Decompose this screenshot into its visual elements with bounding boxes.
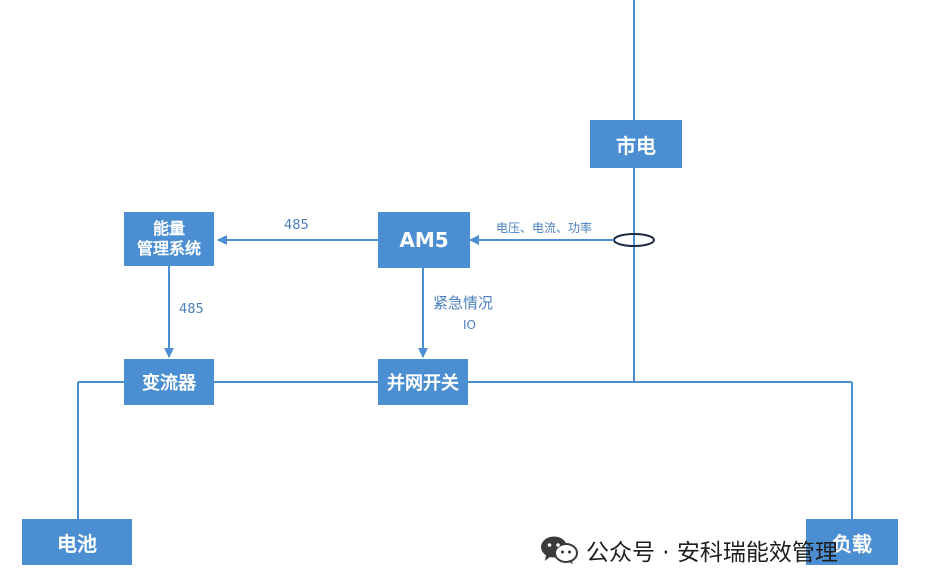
ems-box: 能量 管理系统 xyxy=(124,212,214,266)
load-label: 负载 xyxy=(832,531,872,556)
grid-switch-label: 并网开关 xyxy=(387,373,459,394)
ems-label-line1: 能量 xyxy=(152,219,185,238)
label-am5-to-ems: 485 xyxy=(284,218,309,233)
label-ems-to-converter: 485 xyxy=(179,302,204,317)
grid-switch-box: 并网开关 xyxy=(378,359,468,405)
ems-label-line2: 管理系统 xyxy=(136,239,201,258)
label-am5-to-switch-line1: 紧急情况 xyxy=(433,294,494,312)
load-box: 负载 xyxy=(806,519,898,565)
battery-label: 电池 xyxy=(57,531,97,556)
label-meter-to-am5: 电压、电流、功率 xyxy=(496,221,593,235)
battery-box: 电池 xyxy=(22,519,132,565)
watermark-text: 公众号 · 安科瑞能效管理 xyxy=(586,540,838,566)
converter-label: 变流器 xyxy=(142,373,196,394)
label-am5-to-switch-line2: IO xyxy=(463,318,476,332)
am5-label: AM5 xyxy=(399,228,449,252)
am5-box: AM5 xyxy=(378,212,470,268)
watermark: 公众号 · 安科瑞能效管理 xyxy=(540,530,838,570)
converter-box: 变流器 xyxy=(124,359,214,405)
grid-label: 市电 xyxy=(616,133,656,158)
wechat-icon xyxy=(541,536,578,564)
grid-box: 市电 xyxy=(590,120,682,168)
